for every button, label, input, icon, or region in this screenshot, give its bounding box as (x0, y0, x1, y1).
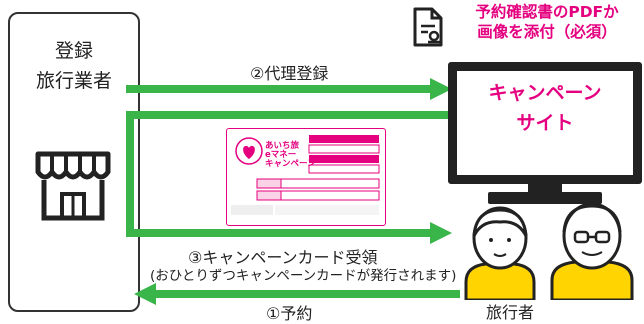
travel-agency-label-line2: 旅行業者 (35, 70, 112, 92)
campaign-site-label-line2: サイト (516, 112, 574, 134)
card-logo-text: あいち旅 eマネー キャンペーン (265, 142, 316, 169)
campaign-site-label-line1: キャンペーン (488, 82, 602, 104)
step-receive-card-note: (おひとりずつキャンペーンカードが発行されます) (150, 268, 457, 284)
step-reservation-label: ①予約 (266, 304, 313, 323)
traveler-label: 旅行者 (486, 303, 535, 322)
step-proxy-registration-label: ②代理登録 (250, 64, 329, 83)
monitor-icon (448, 62, 642, 184)
card-logo-line2: eマネー (265, 150, 297, 160)
pdf-note-line1: 予約確認書のPDFか (475, 3, 619, 21)
pdf-note: 予約確認書のPDFか 画像を添付（必須） (452, 2, 642, 42)
campaign-site-label: キャンペーン サイト (457, 78, 633, 138)
card-logo-line1: あいち旅 (265, 141, 300, 151)
arrow-reservation (134, 283, 460, 305)
travel-agency-label: 登録 旅行業者 (8, 36, 140, 96)
campaign-card-graphic (231, 135, 380, 215)
card-logo-heart-icon (235, 137, 263, 165)
monitor-stand-icon (488, 180, 602, 204)
store-icon (35, 151, 111, 221)
travel-agency-label-line1: 登録 (54, 40, 93, 62)
travel-agency-box (8, 12, 140, 312)
campaign-card: あいち旅 eマネー キャンペーン (226, 128, 386, 226)
arrow-proxy-registration (126, 78, 452, 100)
document-icon (413, 7, 443, 47)
arrow-receive-card (126, 111, 460, 244)
pdf-note-line2: 画像を添付（必須） (477, 23, 617, 41)
step-receive-card-label: ③キャンペーンカード受領 (188, 248, 378, 267)
card-logo-line3: キャンペーン (265, 159, 316, 169)
elderly-couple-icon (464, 202, 634, 300)
